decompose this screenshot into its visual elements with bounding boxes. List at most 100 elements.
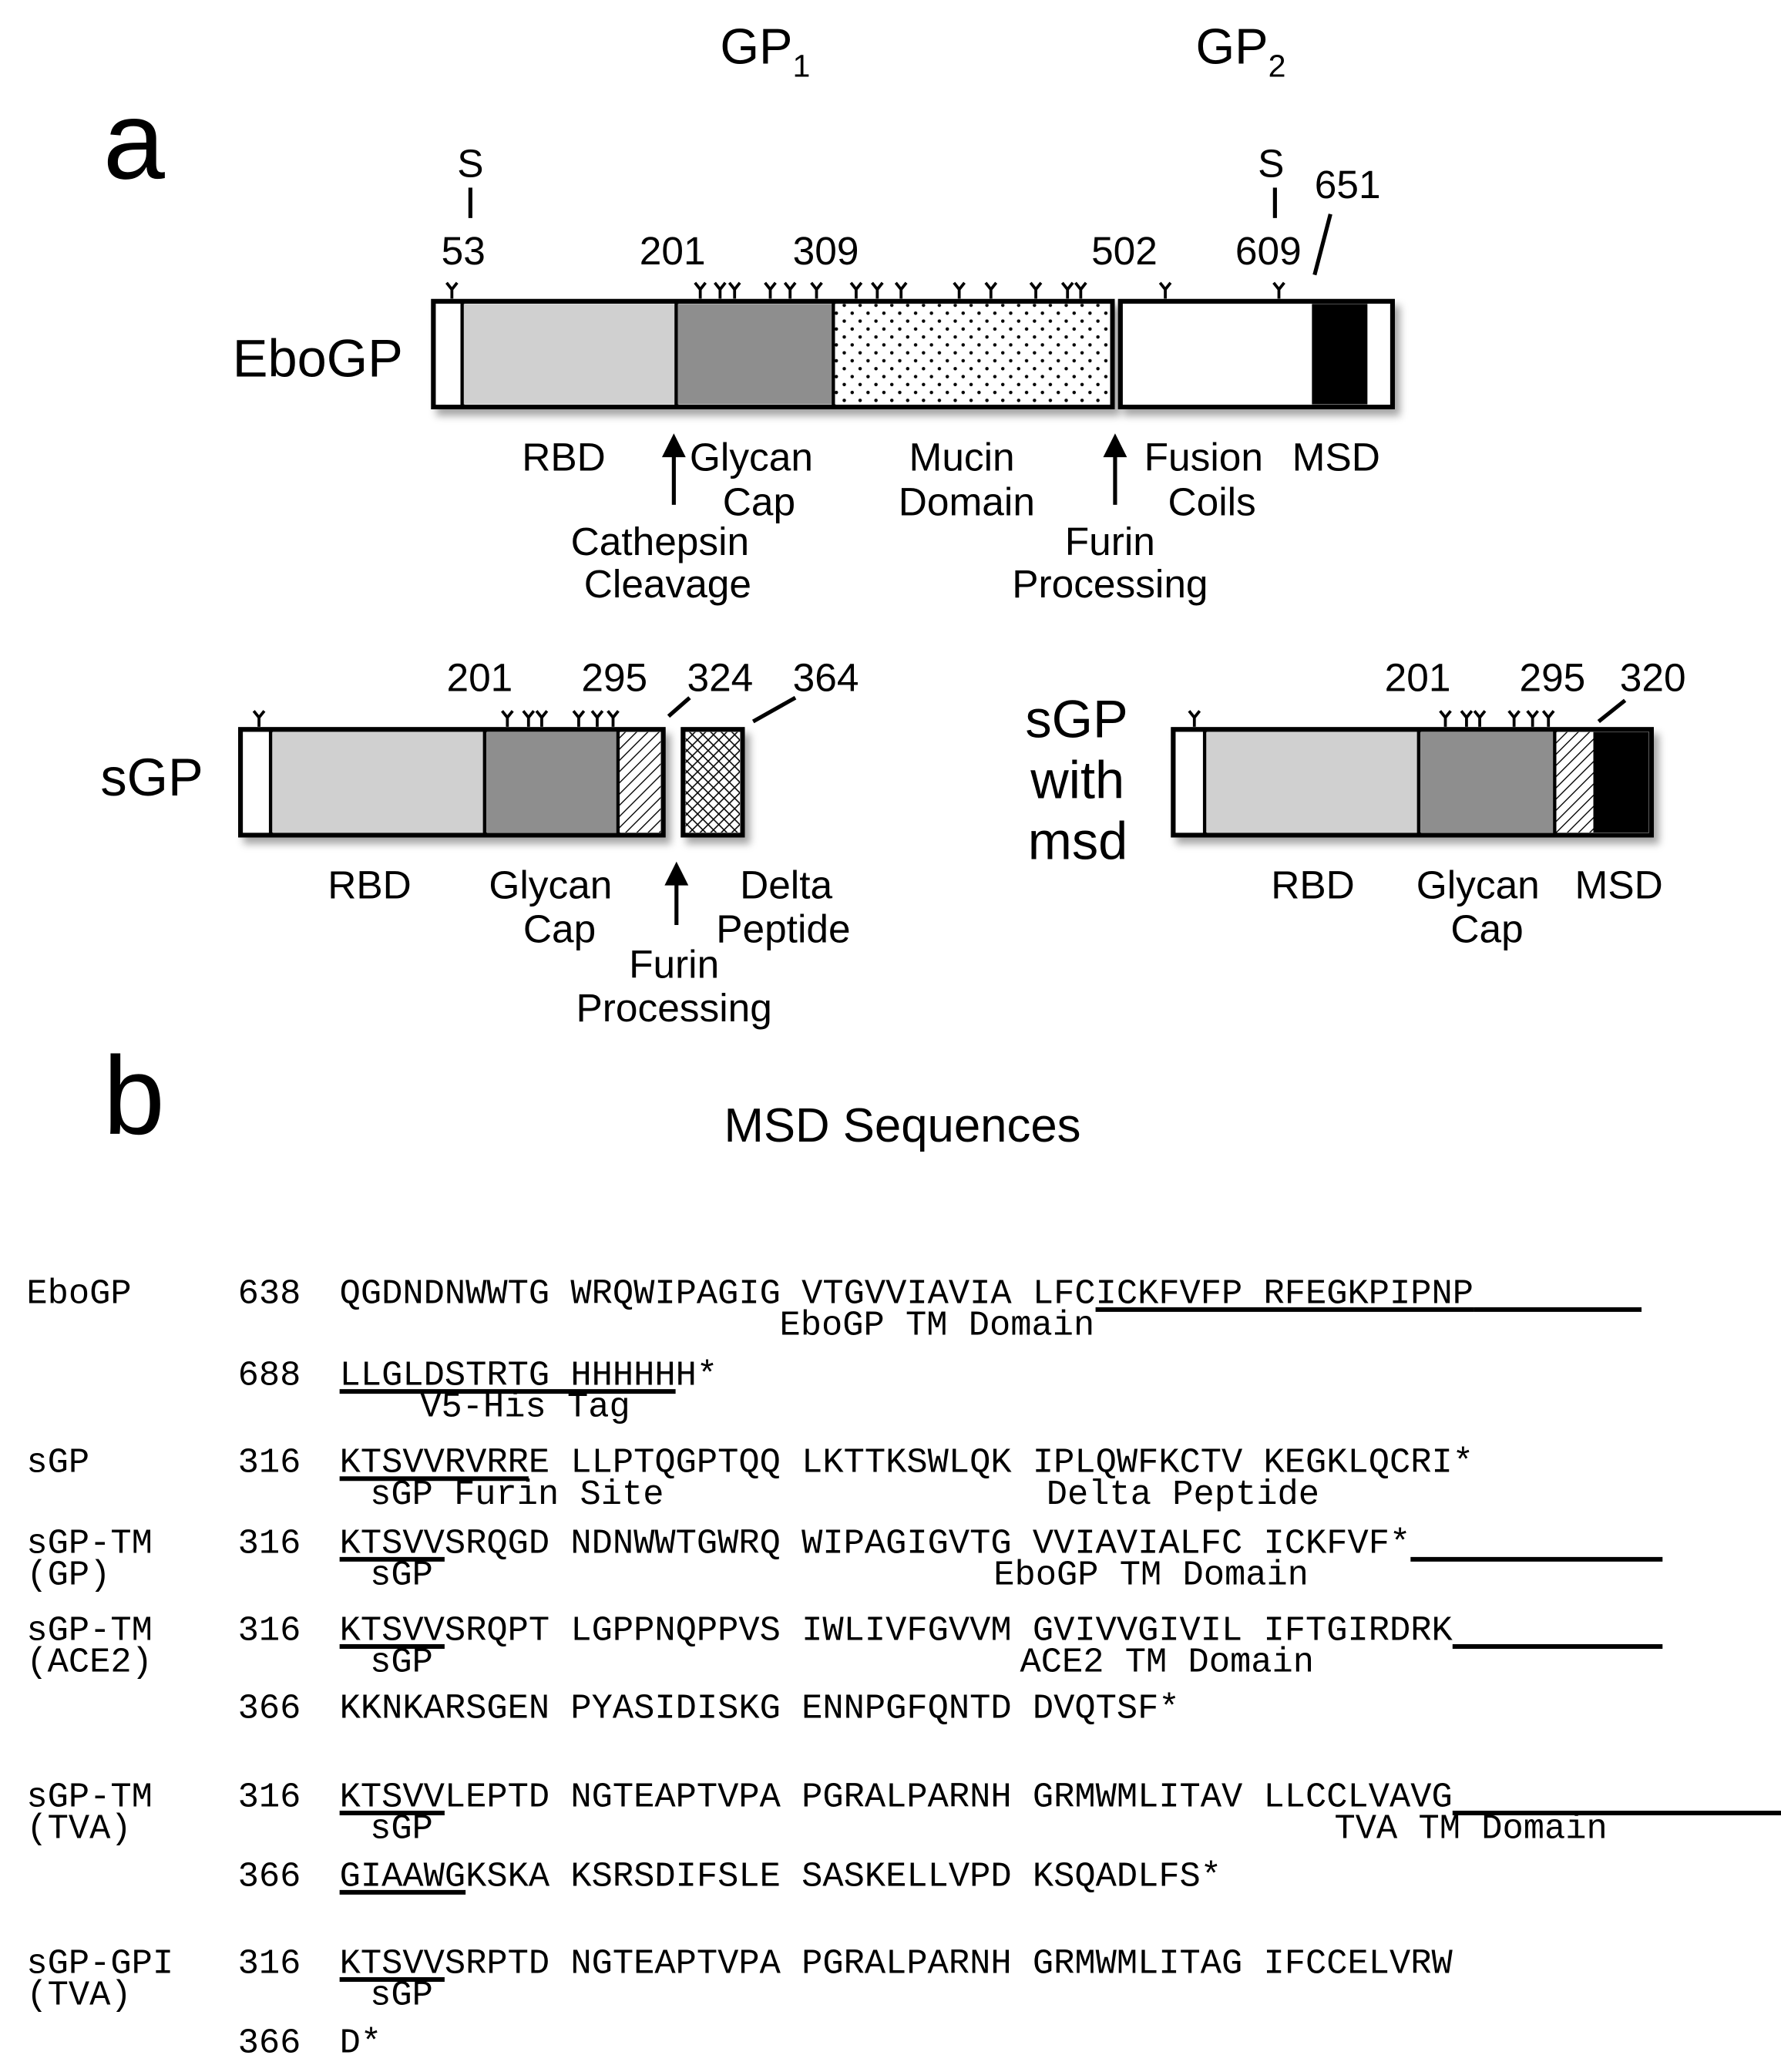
- sgp-pos-295: 295: [581, 655, 647, 700]
- row-sequence: QGDNDNWWTG WRQWIPAGIG VTGVVIAVIA LFCICKF…: [340, 1273, 1474, 1314]
- row-name: sGP: [26, 1443, 89, 1483]
- sgp-pos-201: 201: [447, 655, 513, 700]
- sgp-msd-label-rbd: RBD: [1271, 863, 1355, 907]
- ebogp-651-pointer: [1312, 214, 1332, 276]
- sgp-pos-324: 324: [687, 655, 754, 700]
- sgp-msd-label-cap: Cap: [1450, 906, 1523, 950]
- row-sequence: KTSVVSRQGD NDNWWTGWRQ WIPAGIGVTG VVIAVIA…: [340, 1523, 1411, 1563]
- sgp-hatched-region: [620, 732, 661, 832]
- sgp-324-pointer: [667, 696, 691, 718]
- ebogp-gp2-outline: [1117, 298, 1395, 409]
- ebogp-pos-609: 609: [1235, 228, 1302, 273]
- row-sequence: GIAAWGKSKA KSRSDIFSLE SASKELLVPD KSQADLF…: [340, 1856, 1221, 1896]
- ebogp-label-msd: MSD: [1292, 434, 1380, 479]
- row-number: 366: [238, 1689, 301, 1729]
- ebogp-gp1-outline: [431, 298, 1115, 409]
- disulfide-s-left: S: [457, 141, 483, 186]
- ebogp-mucin-domain: [835, 304, 1111, 405]
- row-sequence: KTSVVSRPTD NGTEAPTVPA PGRALPARNH GRMWMLI…: [340, 1943, 1453, 1983]
- sgp-label-rbd: RBD: [328, 863, 412, 907]
- sgp-glycan-cap-domain: [486, 732, 619, 832]
- row-sequence: KKNKARSGEN PYASIDISKG ENNPGFQNTD DVQTSF*: [340, 1689, 1180, 1729]
- ebogp-pos-309: 309: [793, 228, 859, 273]
- ebogp-label-cap: Cap: [723, 479, 795, 524]
- sequence-annotation: Delta Peptide: [1047, 1475, 1319, 1515]
- sequence-annotation: sGP: [370, 1555, 433, 1595]
- sgp-msd-outline: [1171, 727, 1654, 838]
- sequence-annotation: sGP Furin Site: [370, 1475, 664, 1515]
- sgp-msd-label-glycan: Glycan: [1416, 863, 1540, 907]
- ebogp-label-fusion: Fusion: [1144, 434, 1263, 479]
- sgp-msd-hatched-region: [1556, 732, 1594, 832]
- ebogp-pos-201: 201: [640, 228, 706, 273]
- ebogp-pos-502: 502: [1091, 228, 1158, 273]
- row-name-sub: (GP): [26, 1555, 110, 1595]
- panel-b: b MSD Sequences EboGP 638 QGDNDNWWTG WRQWI…: [21, 1034, 1781, 2063]
- ebogp-label-domain: Domain: [899, 479, 1035, 524]
- gp2-label: GP2: [1196, 18, 1286, 83]
- sgp-delta-outline: [680, 727, 745, 838]
- panel-a: a GP1 GP2 S S 53 201 309 502 609 651 Ebo…: [100, 18, 1685, 1030]
- sgp-msd-name-line2: with: [1030, 750, 1124, 809]
- row-name-sub: (ACE2): [26, 1643, 153, 1683]
- panel-b-title: MSD Sequences: [724, 1099, 1081, 1152]
- ebogp-label-mucin: Mucin: [909, 434, 1015, 479]
- panel-b-letter: b: [103, 1034, 165, 1158]
- sgp-msd-pos-201: 201: [1385, 655, 1451, 700]
- sequence-annotation: sGP: [370, 1643, 433, 1683]
- sgp-364-pointer: [751, 695, 797, 724]
- sequence-annotation: ACE2 TM Domain: [1020, 1643, 1314, 1683]
- row-name: sGP-GPI: [26, 1943, 173, 1983]
- ebogp-pos-651: 651: [1315, 162, 1381, 207]
- row-name-sub: (TVA): [26, 1809, 131, 1849]
- row-number: 316: [238, 1943, 301, 1983]
- sgp-glycosylation-sites: [252, 709, 620, 728]
- row-name: sGP-TM: [26, 1523, 153, 1563]
- ebogp-label-cathepsin: Cathepsin: [571, 519, 749, 563]
- ebogp-label-glycan: Glycan: [690, 434, 813, 479]
- cathepsin-arrow: [661, 433, 686, 505]
- row-name: sGP-TM: [26, 1777, 153, 1817]
- ebogp-label-processing: Processing: [1012, 561, 1208, 606]
- ebogp-glycan-cap-domain: [677, 304, 834, 405]
- row-number: 316: [238, 1523, 301, 1563]
- row-sequence: KTSVVRVRRE LLPTQGPTQQ LKTTKSWLQK IPLQWFK…: [340, 1443, 1474, 1483]
- sequence-table: EboGP 638 QGDNDNWWTG WRQWIPAGIG VTGVVIAVIA…: [26, 1273, 1781, 2063]
- ebogp-name: EboGP: [233, 329, 403, 388]
- sequence-annotation: EboGP TM Domain: [780, 1305, 1095, 1345]
- ebogp-msd-domain: [1312, 304, 1368, 405]
- sequence-annotation: V5-His Tag: [420, 1388, 630, 1428]
- sequence-annotation: sGP: [370, 1976, 433, 2016]
- sgp-msd-pos-320: 320: [1620, 655, 1686, 700]
- sgp-label-peptide: Peptide: [716, 906, 850, 950]
- ebogp-signal-peptide: [435, 304, 463, 405]
- row-name: EboGP: [26, 1273, 131, 1314]
- gp1-label: GP1: [720, 18, 810, 83]
- panel-a-letter: a: [103, 78, 166, 202]
- sgp-msd-label-msd: MSD: [1575, 863, 1663, 907]
- row-number: 638: [238, 1273, 301, 1314]
- row-name-sub: (TVA): [26, 1976, 131, 2016]
- row-number: 688: [238, 1356, 301, 1396]
- furin-arrow-ebogp: [1103, 433, 1127, 505]
- row-sequence: KTSVVSRQPT LGPPNQPPVS IWLIVFGVVM GVIVVGI…: [340, 1610, 1453, 1650]
- sgp-rbd-domain: [272, 732, 486, 832]
- ebogp-label-cleavage: Cleavage: [584, 561, 751, 606]
- ebogp-rbd-domain: [463, 304, 677, 405]
- sgp-pos-364: 364: [793, 655, 859, 700]
- sgp-label-cap: Cap: [523, 906, 596, 950]
- sgp-label-glycan: Glycan: [489, 863, 612, 907]
- ebogp-label-rbd: RBD: [522, 434, 606, 479]
- sgp-msd-320-pointer: [1597, 698, 1627, 724]
- row-number: 316: [238, 1777, 301, 1817]
- row-number: 316: [238, 1443, 301, 1483]
- furin-arrow-sgp: [664, 861, 689, 925]
- sgp-label-delta: Delta: [740, 863, 832, 907]
- sgp-name: sGP: [100, 748, 203, 807]
- ebogp-label-coils: Coils: [1168, 479, 1256, 524]
- ebogp-label-furin: Furin: [1065, 519, 1155, 563]
- sgp-label-processing: Processing: [576, 985, 772, 1030]
- sgp-msd-name-line3: msd: [1028, 811, 1128, 870]
- sequence-annotation: EboGP TM Domain: [993, 1555, 1309, 1595]
